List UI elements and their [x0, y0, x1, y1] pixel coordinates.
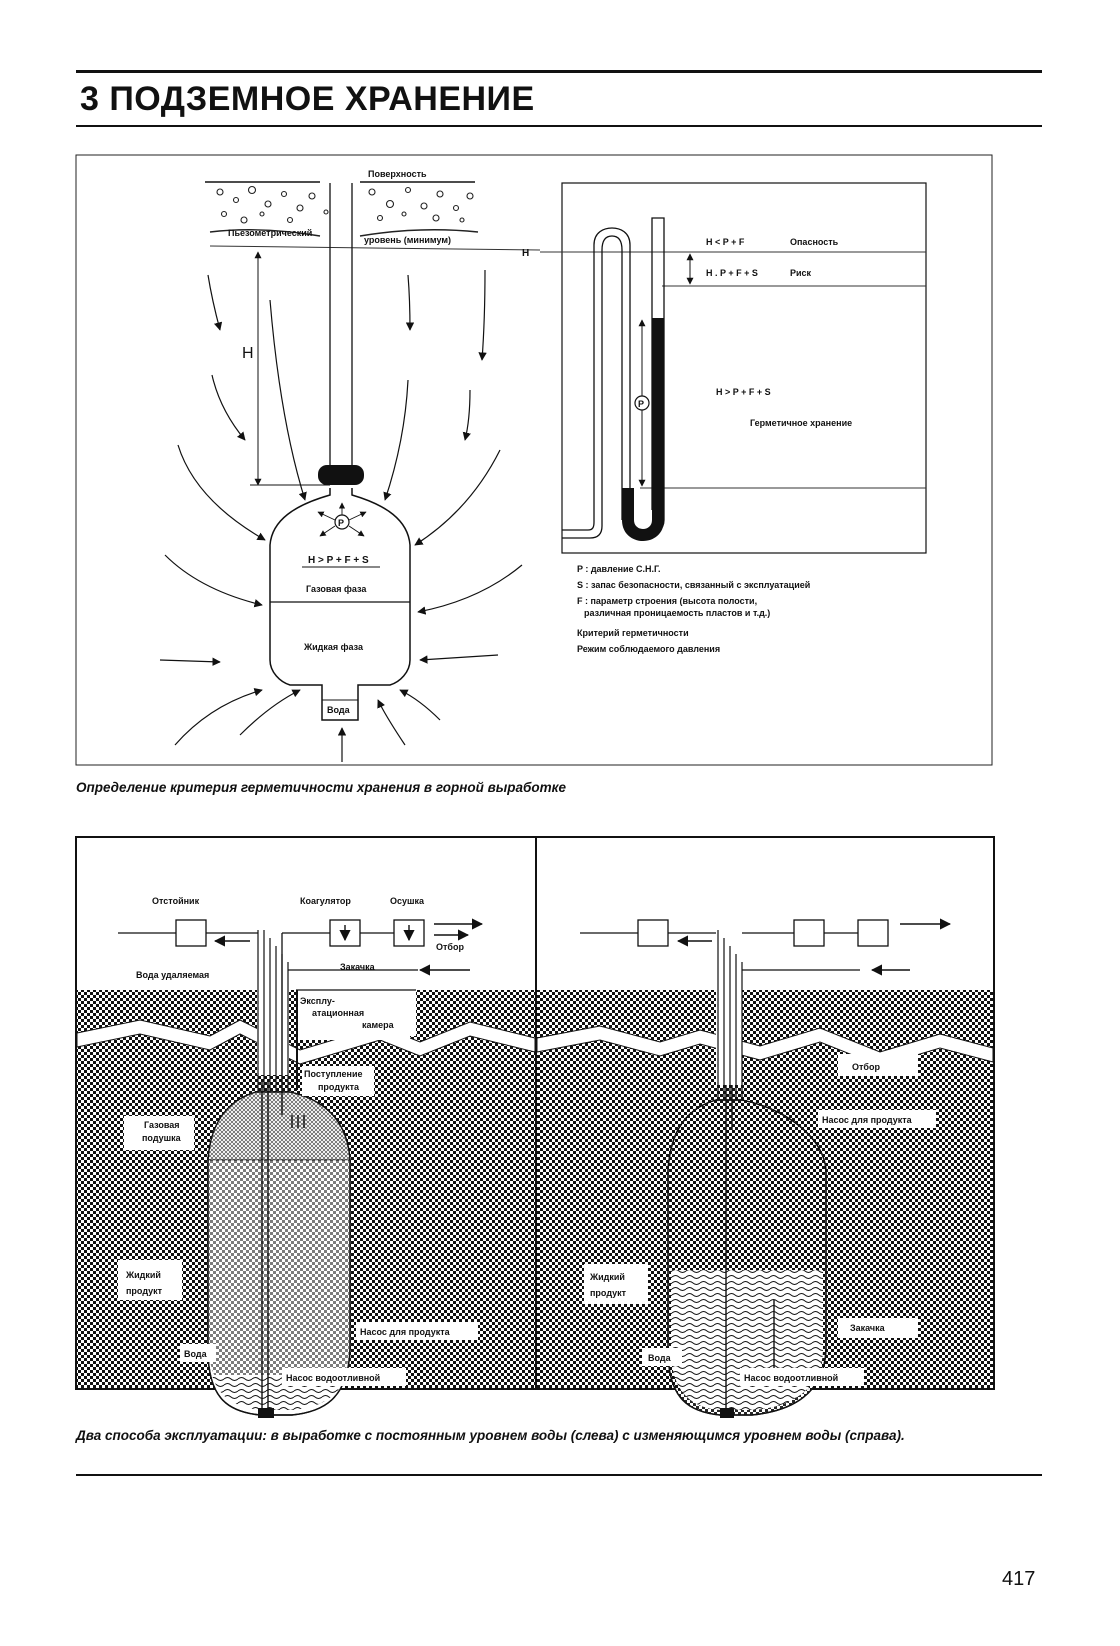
product-pump-label-right: Насос для продукта	[822, 1115, 913, 1125]
p-symbol-cavern: P	[334, 514, 350, 530]
groundwater-flow-arrows	[159, 269, 523, 762]
water-label-right: Вода	[648, 1353, 672, 1363]
liquid-phase-label: Жидкая фаза	[303, 642, 364, 652]
u-tube	[562, 217, 665, 539]
liquid-product-label-1: Жидкий	[125, 1270, 161, 1280]
figure-1-frame	[75, 154, 993, 766]
danger-label: Опасность	[790, 237, 839, 247]
water-label-left: Вода	[184, 1349, 208, 1359]
injection-label-right: Закачка	[850, 1323, 886, 1333]
legend-line: F : параметр строения (высота полости,	[577, 596, 757, 606]
page-number: 417	[1002, 1568, 1036, 1590]
figure-2-caption: Два способа эксплуатации: в выработке с …	[76, 1428, 905, 1443]
svg-text:P: P	[638, 399, 644, 409]
water-pump-label-left: Насос водоотливной	[286, 1373, 380, 1383]
h-symbol: H	[242, 345, 254, 362]
danger-formula: H < P + F	[706, 237, 745, 247]
liquid-product-label-right-1: Жидкий	[589, 1272, 625, 1282]
h-line-label: H	[522, 248, 529, 259]
coagulator-label: Коагулятор	[300, 896, 351, 906]
risk-formula: H . P + F + S	[706, 268, 758, 278]
water-pump-label-right: Насос водоотливной	[744, 1373, 838, 1383]
gas-cushion-label-1: Газовая	[144, 1120, 180, 1130]
footer-rule	[76, 1474, 1042, 1476]
water-removed-label: Вода удаляемая	[136, 970, 209, 980]
u-tube-panel	[561, 182, 927, 554]
drying-label: Осушка	[390, 896, 425, 906]
legend-line: P : давление С.Н.Г.	[577, 564, 661, 574]
legend-line: S : запас безопасности, связанный с эксп…	[577, 580, 810, 590]
u-tube-liquid	[622, 318, 664, 541]
surface-label: Поверхность	[368, 169, 427, 179]
figure-1: Поверхность Пьезометрический уровень (ми…	[75, 154, 993, 766]
figure-2: Отстойник Коагулятор Осушка Отбор Вода у…	[75, 836, 995, 1418]
chamber-label-2: атационная	[312, 1008, 364, 1018]
header-bottom-rule	[76, 125, 1042, 127]
figure-1-legend: P : давление С.Н.Г. S : запас безопаснос…	[577, 564, 810, 654]
water-label: Вода	[327, 705, 351, 715]
h-dimension	[250, 251, 330, 486]
legend-line: Режим соблюдаемого давления	[577, 644, 720, 654]
cavern	[269, 488, 411, 721]
legend-line: различная проницаемость пластов и т.д.)	[584, 608, 770, 618]
chamber-label-1: Эксплу-	[300, 996, 335, 1006]
shaft	[329, 183, 353, 470]
p-symbol-tube: P	[634, 395, 650, 411]
product-pump-label-left: Насос для продукта	[360, 1327, 451, 1337]
figure-1-caption: Определение критерия герметичности хране…	[76, 780, 566, 795]
withdrawal-label-right: Отбор	[852, 1062, 880, 1072]
svg-text:P: P	[338, 518, 344, 528]
safe-formula: H > P + F + S	[716, 387, 771, 397]
withdrawal-label-left: Отбор	[436, 942, 464, 952]
soil-layer: Поверхность Пьезометрический уровень (ми…	[205, 169, 541, 259]
header-top-rule	[76, 70, 1042, 73]
settler-label: Отстойник	[152, 896, 200, 906]
criterion-label: H > P + F + S	[308, 555, 369, 566]
inflow-label-1: Поступление	[304, 1069, 363, 1079]
safe-label: Герметичное хранение	[750, 418, 852, 428]
liquid-product-label-right-2: продукт	[590, 1288, 627, 1298]
chamber-label-3: камера	[362, 1020, 395, 1030]
gas-phase-label: Газовая фаза	[306, 584, 367, 594]
liquid-product-label-2: продукт	[126, 1286, 163, 1296]
legend-line: Критерий герметичности	[577, 628, 689, 638]
injection-label-left: Закачка	[340, 962, 376, 972]
shaft-plug	[318, 465, 364, 485]
gas-cushion-label-2: подушка	[142, 1133, 182, 1143]
page-title: 3 ПОДЗЕМНОЕ ХРАНЕНИЕ	[80, 80, 535, 118]
piezometric-left-label: Пьезометрический	[228, 228, 312, 238]
risk-label: Риск	[790, 268, 812, 278]
inflow-label-2: продукта	[318, 1082, 360, 1092]
piezometric-right-label: уровень (минимум)	[364, 235, 451, 245]
